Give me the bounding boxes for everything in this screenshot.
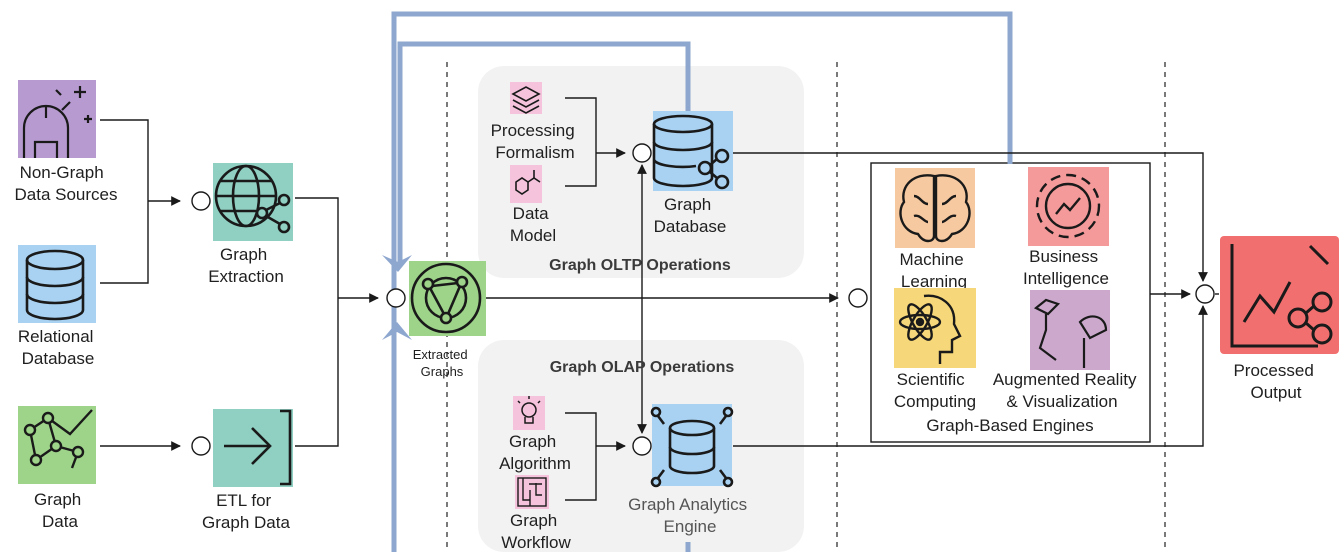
processing-formalism-label: Processing Formalism bbox=[491, 121, 580, 162]
graph-database-icon bbox=[652, 111, 733, 191]
engines-title: Graph-Based Engines bbox=[926, 416, 1093, 435]
analytics-engine-label: Graph Analytics Engine bbox=[628, 495, 752, 536]
data-model-label: Data Model bbox=[510, 204, 556, 245]
output-chart-icon bbox=[1220, 236, 1339, 354]
graph-extraction-label: Graph Extraction bbox=[208, 245, 284, 286]
etl-arrow-icon bbox=[213, 409, 293, 487]
molecule-icon bbox=[510, 165, 542, 203]
etl-label: ETL for Graph Data bbox=[202, 491, 290, 532]
analytics-engine-icon bbox=[650, 404, 734, 488]
maze-icon bbox=[515, 475, 549, 509]
lightbulb-icon bbox=[513, 396, 545, 430]
graph-algorithm-label: Graph Algorithm bbox=[499, 432, 571, 473]
ml-label: Machine Learning bbox=[900, 250, 969, 291]
relational-label: Relational Database bbox=[18, 327, 98, 368]
observatory-icon bbox=[18, 80, 96, 158]
globe-share-icon bbox=[213, 163, 293, 241]
brain-icon bbox=[895, 168, 975, 248]
science-head-icon bbox=[894, 288, 976, 368]
connectors bbox=[100, 97, 1219, 501]
analytics-gear-icon bbox=[1028, 167, 1109, 246]
junction-circles bbox=[191, 143, 1215, 456]
feedback-arrowhead-bottom bbox=[382, 322, 412, 340]
network-globe-icon bbox=[409, 261, 486, 336]
olap-title: Graph OLAP Operations bbox=[550, 359, 735, 376]
ar-vr-icon bbox=[1030, 290, 1110, 370]
graph-data-label: Graph Data bbox=[34, 490, 86, 531]
feedback-arrowhead-top bbox=[382, 255, 412, 272]
graph-database-label: Graph Database bbox=[654, 195, 727, 236]
ar-label: Augmented Reality & Visualization bbox=[993, 370, 1141, 411]
relational-database-icon bbox=[18, 245, 96, 323]
layers-icon bbox=[510, 82, 542, 114]
sci-label: Scientific Computing bbox=[894, 370, 976, 411]
extracted-graphs-label: Extracted Graphs bbox=[413, 347, 472, 379]
feedback-loops bbox=[391, 11, 1013, 552]
non-graph-label: Non-Graph Data Sources bbox=[15, 163, 118, 204]
graph-workflow-label: Graph Workflow bbox=[501, 511, 571, 552]
graph-data-icon bbox=[18, 406, 96, 484]
bi-label: Business Intelligence bbox=[1023, 247, 1109, 288]
oltp-title: Graph OLTP Operations bbox=[549, 257, 731, 274]
output-label: Processed Output bbox=[1233, 361, 1318, 402]
